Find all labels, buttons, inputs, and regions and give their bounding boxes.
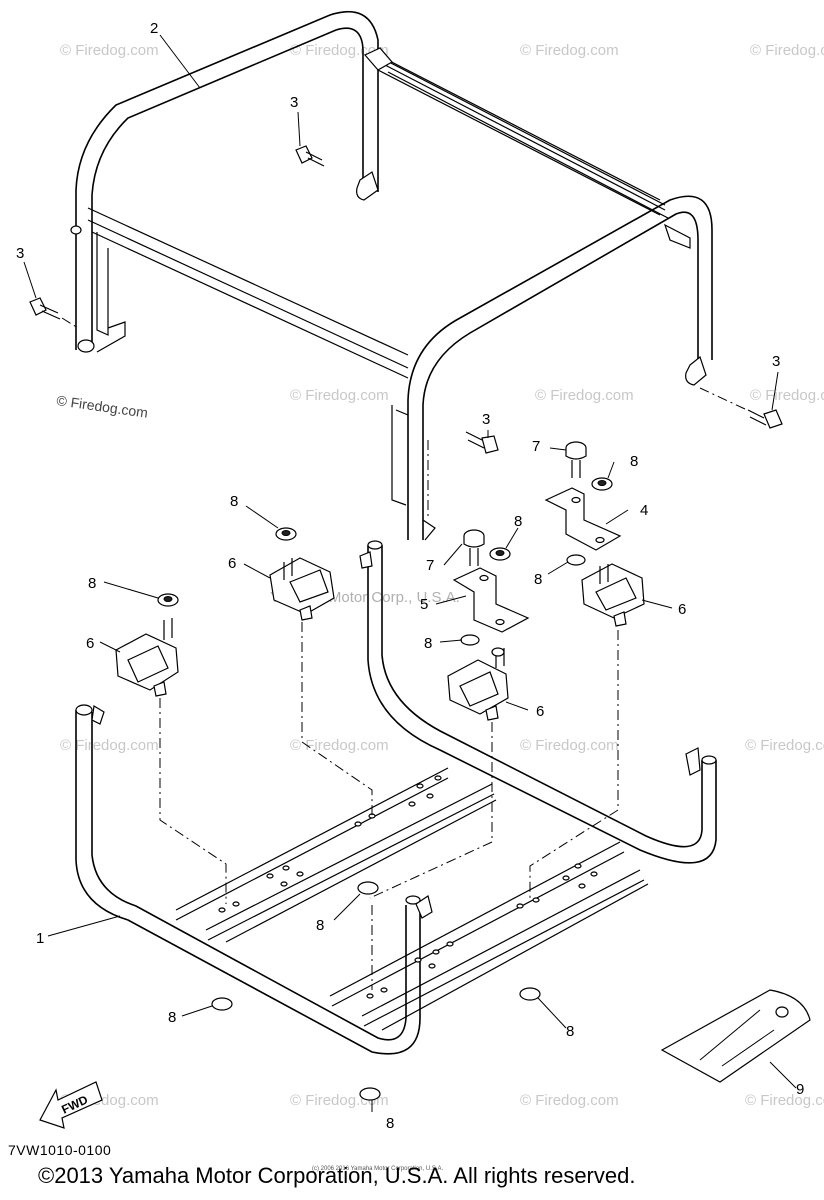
diagram-code: 7VW1010-0100 <box>8 1142 112 1158</box>
bolt <box>465 431 499 454</box>
watermark: © Firedog.com <box>290 42 389 59</box>
bolt <box>295 145 325 167</box>
nuts <box>157 477 613 1101</box>
bolt <box>463 529 485 566</box>
mount <box>447 648 509 721</box>
callout-1: 1 <box>36 930 44 947</box>
callout-6: 6 <box>536 703 544 720</box>
alignment-lines <box>159 440 619 990</box>
callout-2: 2 <box>150 20 158 37</box>
nut <box>359 1087 381 1101</box>
callout-3: 3 <box>482 411 490 428</box>
callout-7: 7 <box>426 557 434 574</box>
callout-3: 3 <box>290 94 298 111</box>
bolt <box>699 387 783 429</box>
nut <box>491 647 505 657</box>
fwd-arrow: FWD <box>39 1081 103 1129</box>
watermark-grid: © Firedog.com © Firedog.com © Firedog.co… <box>56 42 824 1172</box>
callout-6: 6 <box>678 601 686 618</box>
watermark: © Firedog.com <box>750 387 824 404</box>
rubber-mounts <box>115 557 645 721</box>
copyright-notice: ©2013 Yamaha Motor Corporation, U.S.A. A… <box>38 1163 636 1188</box>
watermark: © Firedog.com <box>290 387 389 404</box>
bolts <box>29 145 783 454</box>
callout-8: 8 <box>566 1023 574 1040</box>
callout-8: 8 <box>534 571 542 588</box>
tool-bag <box>660 989 811 1083</box>
nut <box>519 987 541 1001</box>
callout-6: 6 <box>228 555 236 572</box>
callout-3: 3 <box>16 245 24 262</box>
callout-8: 8 <box>88 575 96 592</box>
watermark: © Firedog.com <box>535 387 634 404</box>
nut <box>566 554 586 566</box>
callout-4: 4 <box>640 502 648 519</box>
callout-7: 7 <box>532 438 540 455</box>
nut <box>489 547 511 561</box>
rail-holes <box>218 775 598 999</box>
bolt <box>29 297 79 329</box>
watermark: © Firedog.com <box>520 737 619 754</box>
callout-8: 8 <box>630 453 638 470</box>
callout-5: 5 <box>420 596 428 613</box>
callout-8: 8 <box>230 493 238 510</box>
watermark-tiny: (c) 2006 2016 Yamaha Motor Corporation, … <box>312 1166 444 1172</box>
watermark: © Firedog.com <box>520 42 619 59</box>
leader-lines <box>23 34 797 1112</box>
mount <box>115 618 179 697</box>
callouts: 2 3 3 3 3 4 5 8 8 8 8 8 8 7 7 6 6 6 6 1 … <box>16 20 804 1132</box>
nut <box>357 881 379 895</box>
nut <box>460 634 480 646</box>
bolts-7 <box>463 441 587 566</box>
callout-8: 8 <box>316 917 324 934</box>
mount <box>269 557 335 621</box>
callout-8: 8 <box>386 1115 394 1132</box>
callout-6: 6 <box>86 635 94 652</box>
callout-3: 3 <box>772 353 780 370</box>
nut <box>591 477 613 491</box>
watermark: © Firedog.com <box>745 737 824 754</box>
bracket-4 <box>544 487 622 551</box>
nut <box>157 593 179 607</box>
bracket-5 <box>452 567 530 633</box>
watermark: © Firedog.com <box>520 1092 619 1109</box>
nut <box>211 997 233 1011</box>
callout-9: 9 <box>796 1081 804 1098</box>
watermark-main: © Firedog.com <box>56 392 149 421</box>
callout-8: 8 <box>424 635 432 652</box>
callout-8: 8 <box>514 513 522 530</box>
nut <box>275 527 297 541</box>
watermark: © Firedog.com <box>745 1092 824 1109</box>
mount <box>581 563 645 627</box>
callout-8: 8 <box>168 1009 176 1026</box>
watermark: © Firedog.com <box>290 737 389 754</box>
watermark: © Firedog.com <box>60 42 159 59</box>
lower-frame <box>75 540 717 1055</box>
watermark: © Firedog.com <box>60 737 159 754</box>
bolt <box>565 441 587 478</box>
watermark: © Firedog.com <box>750 42 824 59</box>
upper-frame <box>70 10 713 541</box>
